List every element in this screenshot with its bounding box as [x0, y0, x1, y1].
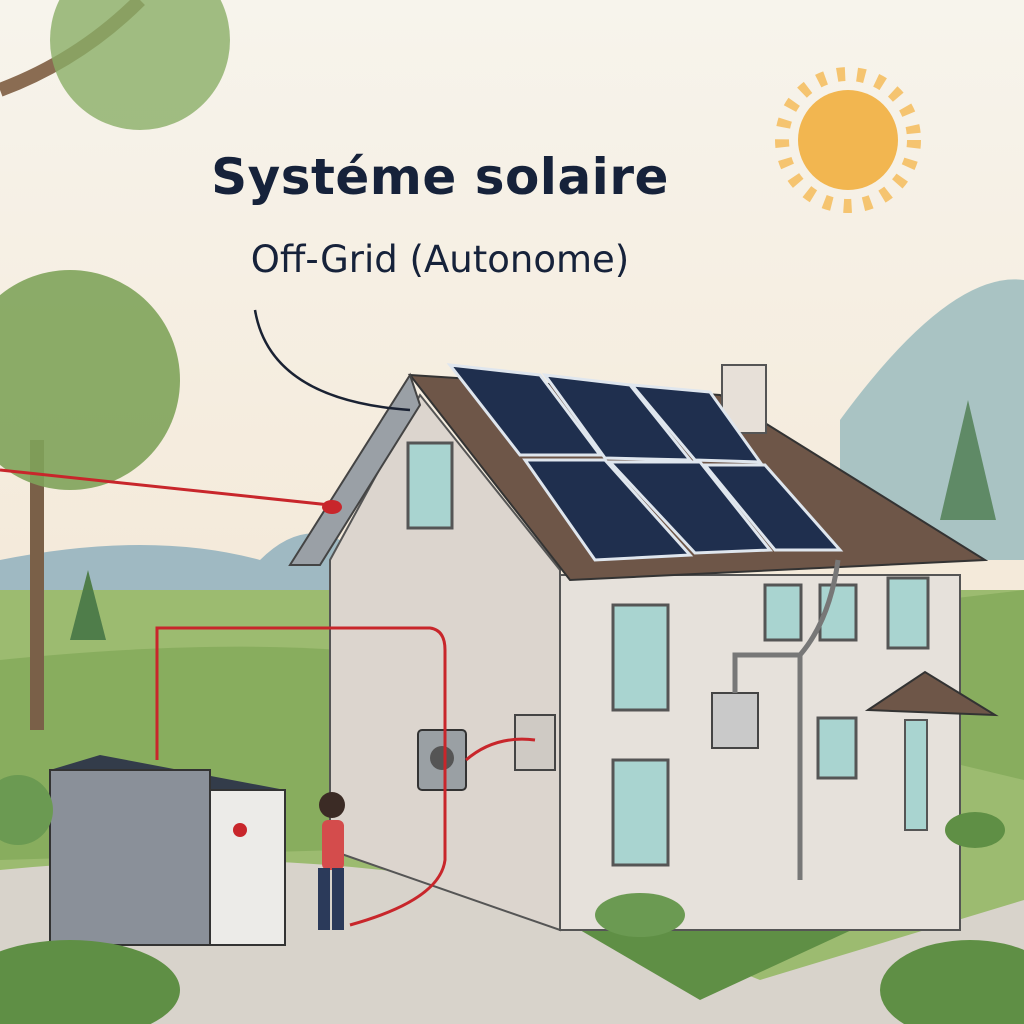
- subtitle: Off-Grid (Autonome): [250, 238, 630, 281]
- title: Systéme solaire: [211, 148, 669, 206]
- bush: [595, 893, 685, 937]
- front-door: [904, 719, 928, 831]
- bush: [880, 940, 1024, 1024]
- pine-tree-right: [940, 400, 996, 520]
- tree-icon: [0, 270, 180, 490]
- solar-panel-icon: [446, 363, 844, 562]
- porch-roof: [864, 670, 999, 717]
- bush: [0, 940, 180, 1024]
- cable-connector: [322, 500, 342, 514]
- foliage: [50, 0, 230, 130]
- sun-icon: [775, 67, 921, 213]
- windows: [406, 441, 930, 867]
- conduit: [732, 559, 841, 880]
- person-icon: [318, 792, 345, 930]
- tree-trunk: [30, 440, 44, 730]
- bush: [0, 775, 53, 845]
- pine-tree: [70, 570, 106, 640]
- meter-dial: [430, 746, 454, 770]
- electric-panel: [711, 692, 759, 749]
- cables: [0, 468, 536, 927]
- callout-line: [253, 309, 411, 412]
- bush: [945, 812, 1005, 848]
- wall-socket: [514, 714, 556, 771]
- battery-container-icon: [49, 755, 286, 946]
